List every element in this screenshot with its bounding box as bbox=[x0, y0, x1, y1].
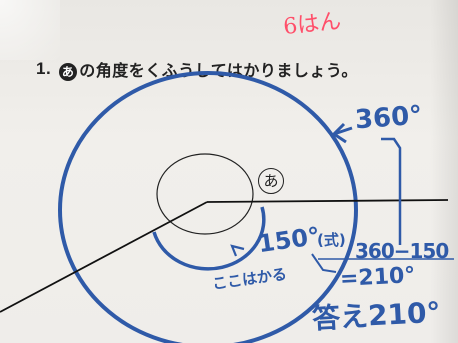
paper-edge-shadow bbox=[430, 0, 458, 343]
glare bbox=[0, 0, 60, 60]
ray-lower-left bbox=[0, 201, 208, 313]
annotation-expression-prefix: (式) bbox=[317, 231, 346, 249]
annotation-expression: 360−150 bbox=[355, 239, 449, 263]
annotation-equals: =210° bbox=[339, 263, 416, 292]
annotation-360: 360° bbox=[354, 100, 424, 136]
problem-statement: 1. あの角度をくふうしてはかりましょう。 bbox=[36, 57, 358, 81]
problem-instruction: の角度をくふうしてはかりましょう。 bbox=[79, 61, 358, 80]
outer-circle-mark bbox=[58, 71, 358, 343]
angle-symbol-badge: あ bbox=[59, 62, 78, 81]
ray-right bbox=[206, 199, 449, 203]
arc-arrowhead bbox=[230, 244, 245, 257]
annotation-answer: 答え210° bbox=[311, 295, 442, 336]
measured-arc bbox=[152, 206, 266, 271]
bracket-360 bbox=[381, 137, 402, 245]
angle-label-a: あ bbox=[258, 168, 284, 194]
arrow-360-head bbox=[331, 122, 347, 144]
leader-150 bbox=[311, 253, 337, 273]
small-circle-mark bbox=[156, 153, 254, 235]
problem-number: 1. bbox=[36, 59, 52, 78]
